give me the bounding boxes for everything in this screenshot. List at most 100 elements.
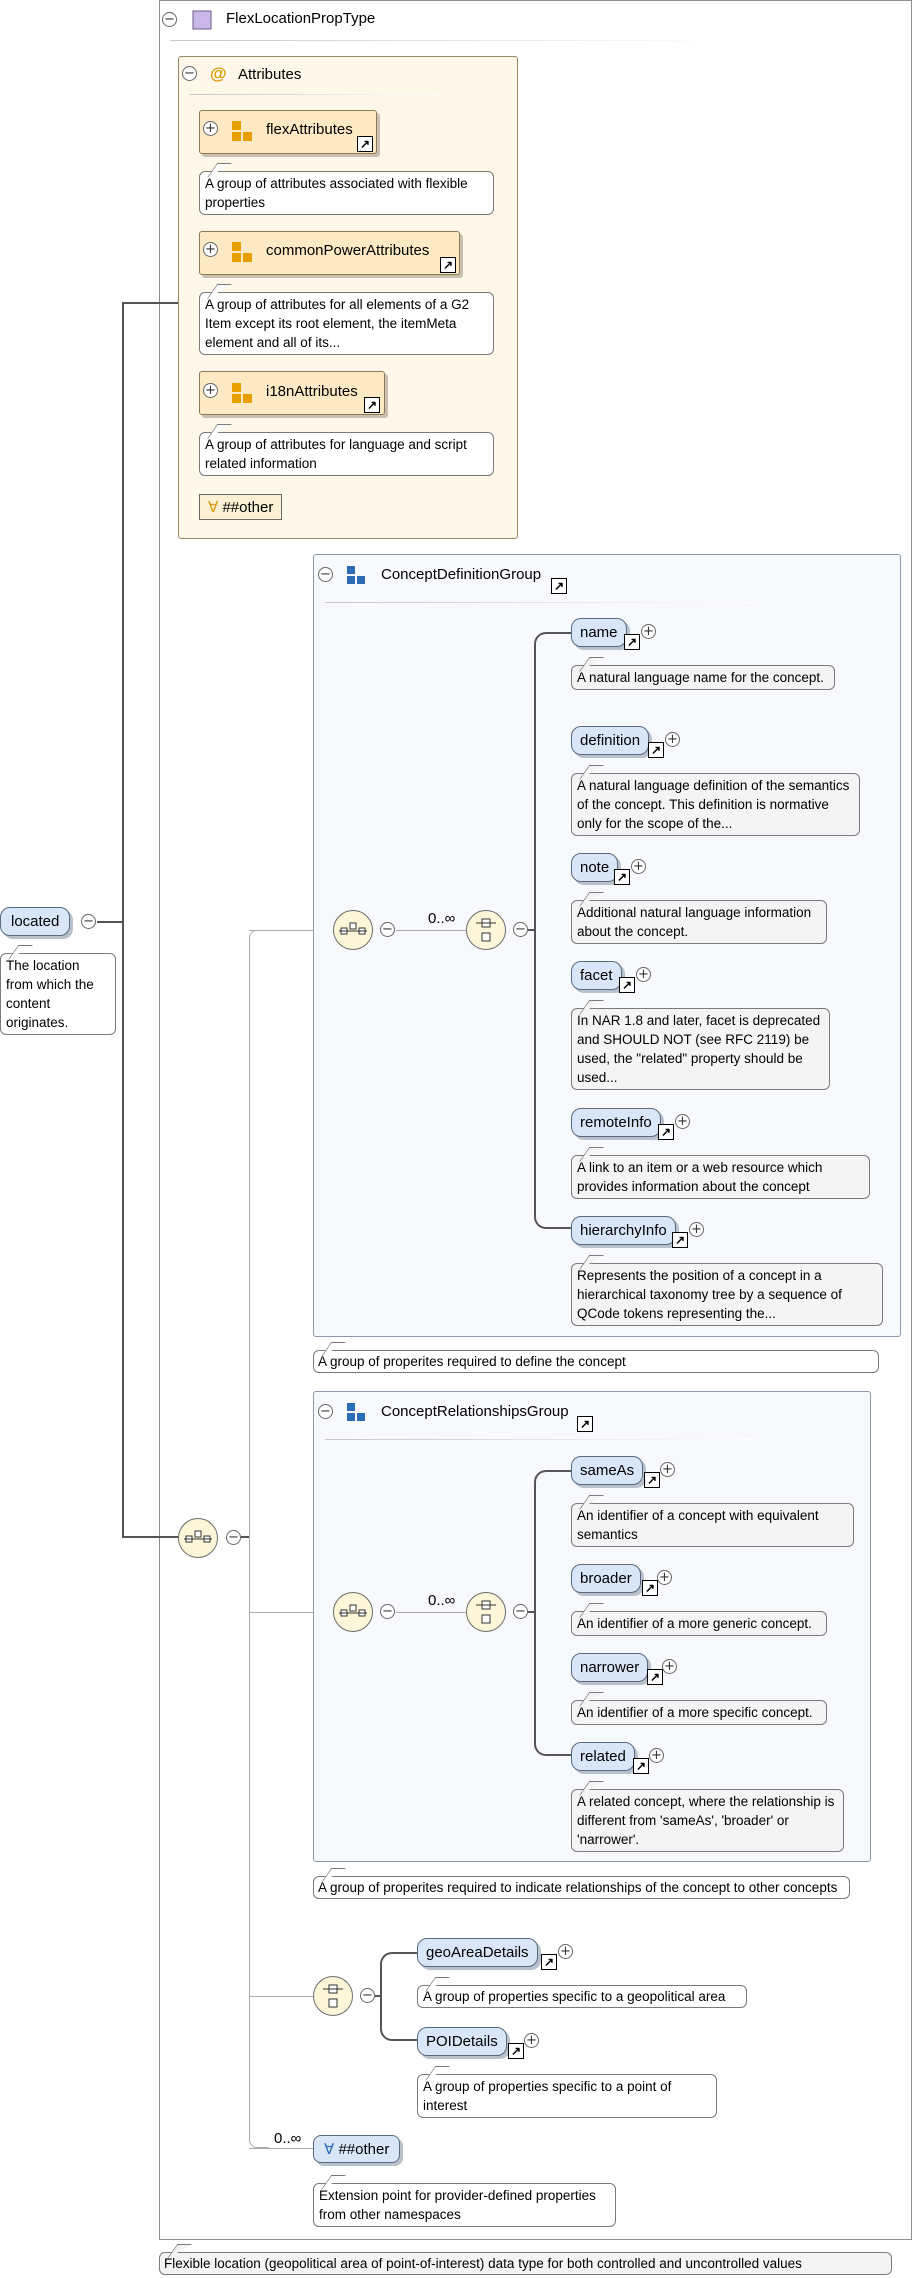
element-description: Additional natural language information …: [571, 900, 827, 944]
element-geoareadetails[interactable]: geoAreaDetails: [417, 1938, 538, 1967]
reference-arrow-icon: ↗: [541, 1954, 557, 1970]
element-related[interactable]: related: [571, 1742, 635, 1771]
reference-arrow-icon: ↗: [508, 2043, 524, 2059]
reference-arrow-icon: ↗: [658, 1124, 674, 1140]
element-poidetails[interactable]: POIDetails: [417, 2027, 507, 2056]
type-title: FlexLocationPropType: [226, 10, 376, 27]
any-icon: ∀: [208, 499, 219, 516]
attribute-group-icon: [232, 121, 252, 141]
type-collapse-toggle[interactable]: −: [162, 12, 177, 27]
commonpowerattributes-expand-toggle[interactable]: +: [203, 242, 218, 257]
any-other-description: Extension point for provider-defined pro…: [313, 2183, 616, 2227]
branch-to-any: [249, 2148, 313, 2149]
sequence-icon: [339, 1604, 367, 1617]
flexattributes-expand-toggle[interactable]: +: [203, 121, 218, 136]
root-connector-h: [97, 921, 122, 923]
model-group-icon: [347, 1403, 365, 1421]
choice-stub: [375, 1995, 381, 1997]
attr-group-commonpowerattributes[interactable]: [199, 231, 460, 275]
name-expand-toggle[interactable]: +: [641, 624, 656, 639]
definition-inner-sequence[interactable]: [466, 910, 506, 950]
attribute-group-icon: [232, 242, 252, 262]
element-name[interactable]: name: [571, 618, 627, 647]
reference-arrow-icon: ↗: [644, 1472, 660, 1488]
root-element-located[interactable]: located: [0, 907, 71, 936]
any-attribute-other[interactable]: ∀ ##other: [199, 494, 283, 520]
element-description: Represents the position of a concept in …: [571, 1263, 883, 1326]
element-description: A group of properties specific to a geop…: [417, 1985, 747, 2008]
sequence-icon: [339, 922, 367, 935]
branch-to-definition: [249, 930, 333, 931]
element-remoteinfo[interactable]: remoteInfo: [571, 1108, 661, 1137]
narrower-expand-toggle[interactable]: +: [662, 1659, 677, 1674]
element-description: A related concept, where the relationshi…: [571, 1789, 844, 1852]
relationships-inner-toggle[interactable]: −: [513, 1604, 528, 1619]
relationships-to-inner-line: [396, 1612, 466, 1613]
any-icon: ∀: [324, 2141, 335, 2158]
choice-toggle[interactable]: −: [360, 1988, 375, 2003]
element-description: A group of properties specific to a poin…: [417, 2074, 717, 2118]
attr-group-flexattributes[interactable]: [199, 110, 377, 154]
reference-arrow-icon: ↗: [619, 977, 635, 993]
broader-expand-toggle[interactable]: +: [657, 1570, 672, 1585]
sameas-expand-toggle[interactable]: +: [660, 1462, 675, 1477]
hierarchyinfo-expand-toggle[interactable]: +: [689, 1222, 704, 1237]
root-to-attributes: [122, 302, 180, 304]
reference-arrow-icon: ↗: [648, 742, 664, 758]
sequence-icon: [184, 1530, 212, 1543]
facet-expand-toggle[interactable]: +: [636, 967, 651, 982]
sequence-vertical-icon: [476, 918, 496, 942]
concept-relationships-toggle[interactable]: −: [318, 1404, 333, 1419]
definition-sequence-toggle[interactable]: −: [380, 922, 395, 937]
any-other-occurrence: 0..∞: [274, 2130, 302, 2147]
relationships-sequence-toggle[interactable]: −: [380, 1604, 395, 1619]
element-sameas[interactable]: sameAs: [571, 1456, 644, 1485]
attr-group-i18nattributes[interactable]: [199, 371, 385, 415]
concept-definition-toggle[interactable]: −: [318, 567, 333, 582]
any-element-other[interactable]: ∀ ##other: [313, 2135, 401, 2163]
reference-arrow-icon: ↗: [624, 634, 640, 650]
root-collapse-toggle[interactable]: −: [81, 914, 96, 929]
attr-group-label: i18nAttributes: [266, 383, 358, 400]
relationships-inner-sequence[interactable]: [466, 1592, 506, 1632]
poidetails-expand-toggle[interactable]: +: [524, 2033, 539, 2048]
element-hierarchyinfo[interactable]: hierarchyInfo: [571, 1216, 676, 1245]
definition-inner-toggle[interactable]: −: [513, 922, 528, 937]
reference-arrow-icon: ↗: [647, 1669, 663, 1685]
relationships-sequence-compositor[interactable]: [333, 1592, 373, 1632]
choice-compositor[interactable]: [313, 1976, 353, 2016]
concept-relationships-title: ConceptRelationshipsGroup: [381, 1403, 569, 1420]
element-description: An identifier of a concept with equivale…: [571, 1503, 854, 1547]
definition-expand-toggle[interactable]: +: [665, 732, 680, 747]
group-title-divider: [325, 1439, 755, 1440]
model-group-icon: [347, 566, 365, 584]
attr-group-label: flexAttributes: [266, 121, 353, 138]
attributes-title: Attributes: [238, 66, 302, 83]
related-expand-toggle[interactable]: +: [649, 1748, 664, 1763]
attr-group-description: A group of attributes for language and s…: [199, 432, 494, 476]
element-narrower[interactable]: narrower: [571, 1653, 649, 1682]
choice-branch: [380, 1952, 420, 2041]
element-definition[interactable]: definition: [571, 726, 650, 755]
branch-to-choice: [249, 1996, 315, 1997]
element-broader[interactable]: broader: [571, 1564, 641, 1593]
main-sequence-toggle[interactable]: −: [226, 1530, 241, 1545]
attributes-collapse-toggle[interactable]: −: [182, 66, 197, 81]
any-element-label: ##other: [338, 2141, 390, 2158]
definition-sequence-compositor[interactable]: [333, 910, 373, 950]
any-attribute-label: ##other: [222, 499, 274, 516]
concept-definition-title: ConceptDefinitionGroup: [381, 566, 542, 583]
branch-to-relationships: [249, 1612, 333, 1613]
geoareadetails-expand-toggle[interactable]: +: [558, 1944, 573, 1959]
remoteinfo-expand-toggle[interactable]: +: [675, 1114, 690, 1129]
reference-arrow-icon: ↗: [633, 1758, 649, 1774]
reference-arrow-icon: ↗: [577, 1416, 593, 1432]
note-expand-toggle[interactable]: +: [631, 859, 646, 874]
main-sequence-compositor[interactable]: [178, 1518, 218, 1558]
complex-type-icon: [192, 10, 212, 30]
reference-arrow-icon: ↗: [440, 257, 456, 273]
element-note[interactable]: note: [571, 853, 619, 882]
element-facet[interactable]: facet: [571, 961, 622, 990]
reference-arrow-icon: ↗: [672, 1232, 688, 1248]
i18nattributes-expand-toggle[interactable]: +: [203, 383, 218, 398]
